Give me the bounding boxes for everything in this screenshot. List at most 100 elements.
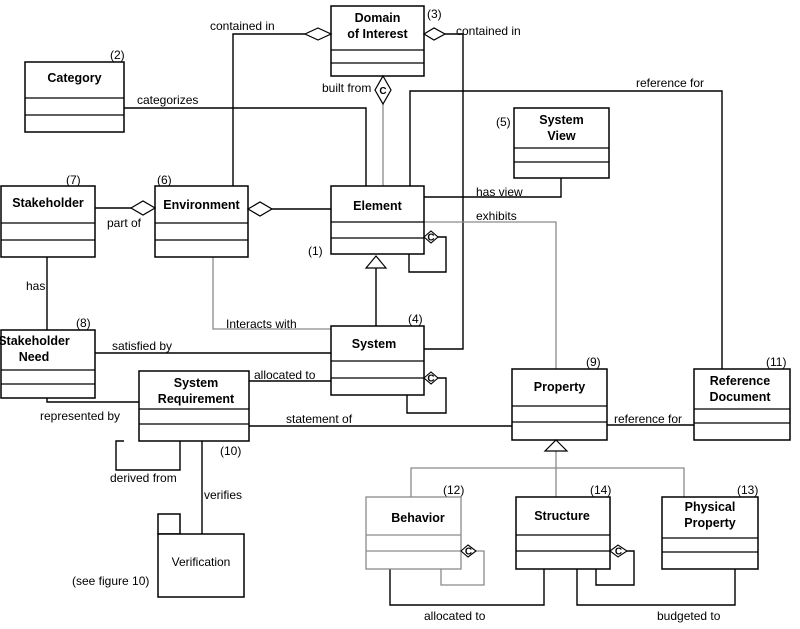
svg-text:C: C	[465, 547, 472, 558]
aggregation-diamond-environment-part-of	[129, 200, 157, 216]
domain-of-interest-title-1: Domain	[355, 11, 401, 25]
line-exhibits	[424, 221, 557, 369]
composition-marker-structure: C	[609, 544, 628, 558]
reference-document-title-1: Reference	[710, 374, 770, 388]
label-derived-from: derived from	[110, 471, 177, 485]
line-categorizes	[124, 107, 367, 186]
category-title: Category	[47, 71, 101, 85]
element-number: (1)	[308, 244, 323, 258]
structure-title: Structure	[534, 509, 590, 523]
environment-title: Environment	[163, 198, 240, 212]
line-has-view	[424, 178, 562, 198]
class-system-requirement[interactable]: System Requirement (10)	[138, 370, 250, 458]
label-has: has	[26, 279, 45, 293]
behavior-number: (12)	[443, 483, 464, 497]
label-part-of: part of	[107, 216, 142, 230]
physical-property-title-1: Physical	[685, 500, 736, 514]
verification-title: Verification	[172, 555, 231, 569]
domain-of-interest-title-2: of Interest	[347, 27, 408, 41]
label-exhibits: exhibits	[476, 209, 517, 223]
behavior-title: Behavior	[391, 511, 445, 525]
class-domain-of-interest[interactable]: Domain of Interest (3)	[330, 5, 442, 77]
relation-labels: contained in contained in built from ref…	[26, 19, 721, 623]
label-satisfied-by: satisfied by	[112, 339, 172, 353]
label-has-view: has view	[476, 185, 523, 199]
class-physical-property[interactable]: Physical Property (13)	[661, 483, 759, 570]
label-reference-for-top: reference for	[636, 76, 704, 90]
stakeholder-need-title-2: Need	[19, 350, 50, 364]
class-category[interactable]: Category (2)	[24, 48, 125, 133]
class-behavior[interactable]: Behavior (12)	[365, 483, 464, 570]
label-verifies: verifies	[204, 488, 242, 502]
generalization-triangle-element	[364, 255, 388, 269]
line-allocated-to-bottom	[389, 569, 545, 606]
class-verification[interactable]: Verification (see figure 10)	[72, 513, 245, 598]
label-contained-in-right: contained in	[456, 24, 521, 38]
system-view-title-1: System	[539, 113, 583, 127]
element-title: Element	[353, 199, 402, 213]
label-represented-by: represented by	[40, 409, 120, 423]
aggregation-diamond-domain-right	[422, 27, 447, 41]
class-property[interactable]: Property (9)	[511, 355, 608, 441]
aggregation-diamond-domain-left	[303, 27, 333, 41]
property-title: Property	[534, 380, 585, 394]
class-element[interactable]: Element (1)	[308, 185, 425, 258]
system-view-number: (5)	[496, 115, 511, 129]
class-stakeholder[interactable]: Stakeholder (7)	[0, 173, 96, 258]
class-system[interactable]: System (4)	[330, 312, 425, 396]
line-reference-for-element	[409, 90, 723, 369]
line-budgeted-to	[576, 569, 736, 606]
system-requirement-number: (10)	[220, 444, 241, 458]
structure-number: (14)	[590, 483, 611, 497]
composition-marker-built-from: C	[374, 74, 392, 106]
generalization-triangle-property	[543, 439, 569, 452]
label-reference-for-property: reference for	[614, 412, 682, 426]
system-requirement-title-2: Requirement	[158, 392, 235, 406]
property-number: (9)	[586, 355, 601, 369]
line-element-self	[408, 236, 447, 273]
domain-of-interest-number: (3)	[427, 7, 442, 21]
label-statement-of: statement of	[286, 412, 353, 426]
class-environment[interactable]: Environment (6)	[154, 173, 249, 258]
verification-note: (see figure 10)	[72, 574, 149, 588]
composition-marker-element: C	[423, 230, 439, 244]
system-view-title-2: View	[547, 129, 576, 143]
label-budgeted-to: budgeted to	[657, 609, 721, 623]
system-number: (4)	[408, 312, 423, 326]
stakeholder-need-number: (8)	[76, 316, 91, 330]
line-system-contained-in	[424, 33, 464, 350]
physical-property-number: (13)	[737, 483, 758, 497]
line-derived-from	[115, 440, 181, 471]
line-represented-by	[46, 398, 139, 403]
label-allocated-to-system: allocated to	[254, 368, 316, 382]
stakeholder-number: (7)	[66, 173, 81, 187]
label-allocated-to-bottom: allocated to	[424, 609, 486, 623]
line-system-self	[406, 377, 447, 414]
svg-text:C: C	[427, 374, 434, 385]
line-generalization-property	[410, 450, 557, 497]
class-reference-document[interactable]: Reference Document (11)	[693, 355, 791, 441]
stakeholder-need-title-1: Stakeholder	[0, 334, 70, 348]
svg-text:C: C	[427, 233, 434, 244]
class-system-view[interactable]: System View (5)	[496, 107, 610, 179]
aggregation-diamond-environment-element	[246, 201, 274, 217]
svg-text:C: C	[615, 547, 622, 558]
line-structure-self	[595, 550, 635, 586]
line-behavior-self	[440, 550, 485, 586]
reference-document-number: (11)	[766, 355, 786, 369]
composition-marker-system: C	[423, 371, 439, 385]
label-built-from: built from	[322, 81, 371, 95]
composition-marker-behavior: C	[460, 544, 477, 558]
line-environment-contained-in	[232, 33, 305, 186]
connectors	[46, 33, 736, 606]
category-number: (2)	[110, 48, 125, 62]
label-categorizes: categorizes	[137, 93, 198, 107]
svg-text:C: C	[379, 86, 386, 97]
class-stakeholder-need[interactable]: Stakeholder Need (8)	[0, 316, 96, 399]
system-requirement-title-1: System	[174, 376, 218, 390]
reference-document-title-2: Document	[709, 390, 771, 404]
class-structure[interactable]: Structure (14)	[515, 483, 611, 570]
environment-number: (6)	[157, 173, 172, 187]
system-title: System	[352, 337, 396, 351]
